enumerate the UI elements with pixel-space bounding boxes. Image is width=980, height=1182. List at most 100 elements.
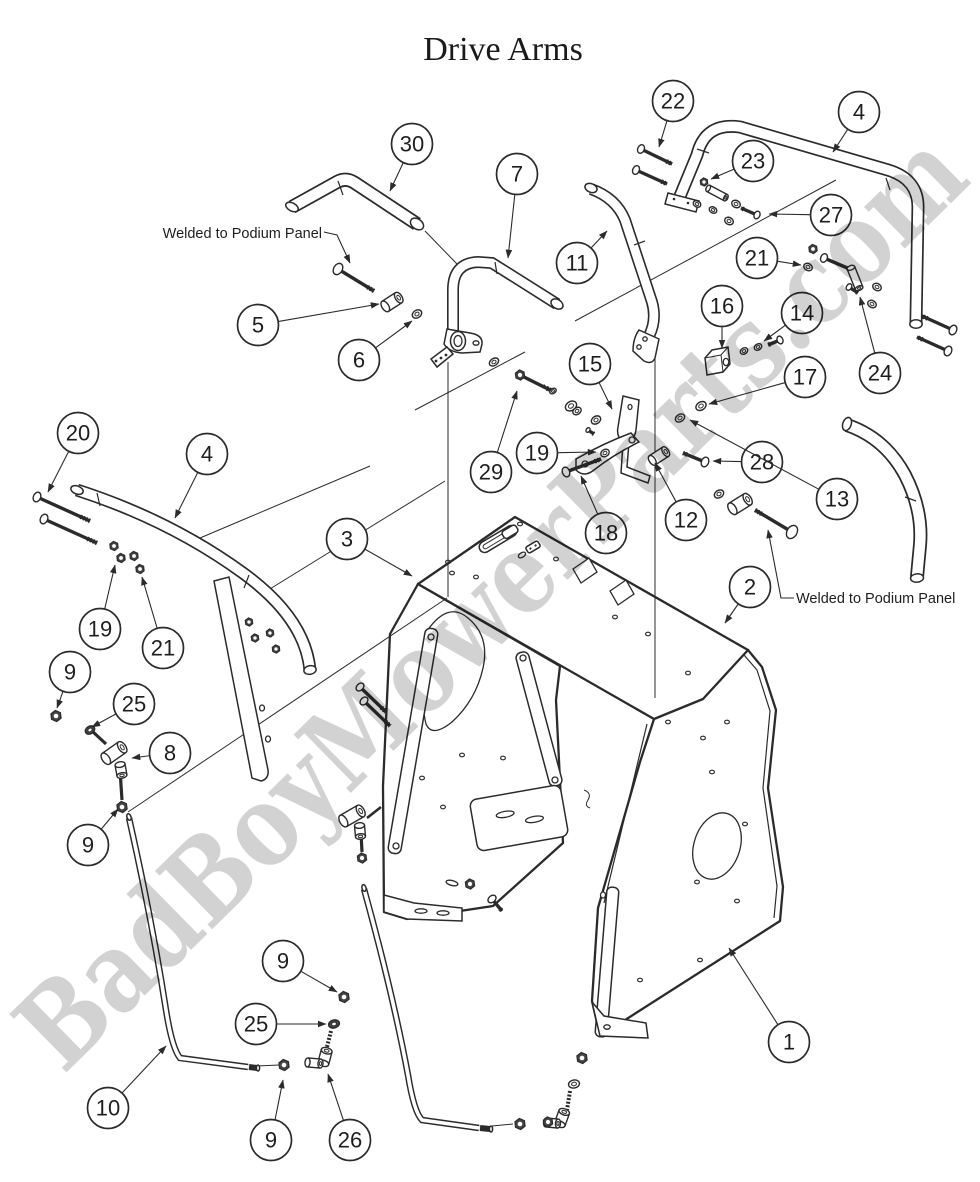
washer — [731, 199, 741, 209]
washer — [327, 1019, 341, 1029]
bolt — [921, 313, 958, 336]
washer — [674, 413, 686, 423]
bolt — [39, 513, 98, 546]
balloon-1[interactable]: 1 — [728, 947, 811, 1064]
balloon-19[interactable]: 19 — [515, 431, 597, 475]
balloon-6[interactable]: 6 — [337, 320, 413, 382]
balloon-number: 15 — [578, 352, 602, 377]
panel-hole — [419, 775, 426, 781]
nut — [514, 369, 526, 381]
balloon-21[interactable]: 21 — [735, 236, 802, 280]
balloon-number: 5 — [252, 313, 264, 338]
balloon-number: 10 — [96, 1096, 120, 1121]
balloon-number: 20 — [66, 421, 90, 446]
balloon-4[interactable]: 4 — [832, 90, 881, 153]
nut — [109, 540, 119, 552]
balloon-27[interactable]: 27 — [768, 193, 853, 237]
balloon-number: 16 — [710, 294, 734, 319]
bolt — [523, 375, 554, 394]
balloon-7[interactable]: 7 — [495, 152, 539, 259]
nut — [116, 800, 128, 814]
balloon-24[interactable]: 24 — [858, 296, 902, 395]
balloon-number: 2 — [744, 575, 756, 600]
balloon-number: 25 — [244, 1012, 268, 1037]
balloon-10[interactable]: 10 — [86, 1045, 167, 1130]
balloon-21[interactable]: 21 — [141, 576, 185, 670]
panel-hole — [552, 556, 559, 562]
panel-hole — [500, 755, 507, 761]
welded-note-right-text: Welded to Podium Panel — [796, 591, 955, 607]
bolt — [32, 491, 91, 524]
balloon-4[interactable]: 4 — [174, 432, 229, 519]
balloon-16[interactable]: 16 — [700, 284, 744, 349]
balloon-8[interactable]: 8 — [131, 731, 192, 775]
washer — [488, 357, 500, 367]
panel-hole — [459, 752, 466, 758]
washer — [549, 387, 557, 395]
washer — [739, 346, 749, 356]
balloon-26[interactable]: 26 — [327, 1073, 372, 1162]
washer — [724, 216, 734, 226]
drive-arm-tube-7 — [446, 255, 564, 340]
washer — [84, 725, 96, 735]
balloon-9[interactable]: 9 — [261, 939, 338, 993]
balloon-3[interactable]: 3 — [325, 517, 413, 577]
bolt — [916, 334, 953, 357]
bolt — [585, 426, 596, 436]
balloon-29[interactable]: 29 — [469, 390, 518, 494]
balloon-11[interactable]: 11 — [555, 230, 608, 285]
balloon-2[interactable]: 2 — [724, 565, 772, 624]
balloon-number: 9 — [82, 833, 94, 858]
balloon-number: 19 — [88, 617, 112, 642]
balloon-9[interactable]: 9 — [48, 650, 92, 709]
balloon-17[interactable]: 17 — [708, 355, 827, 405]
balloon-12[interactable]: 12 — [654, 462, 708, 542]
page-title: Drive Arms — [423, 31, 583, 68]
balloon-number: 25 — [122, 692, 146, 717]
balloon-28[interactable]: 28 — [712, 440, 784, 484]
fasteners-hardware — [32, 144, 958, 1131]
washer — [803, 262, 813, 272]
balloon-25[interactable]: 25 — [91, 682, 156, 728]
balloon-number: 28 — [750, 450, 774, 475]
panel-hole — [644, 631, 651, 637]
balloon-15[interactable]: 15 — [568, 342, 613, 410]
balloon-22[interactable]: 22 — [651, 79, 695, 148]
nut — [699, 177, 709, 187]
nut — [576, 1051, 588, 1065]
balloon-number: 9 — [277, 949, 289, 974]
key-slot — [478, 524, 519, 554]
nut — [356, 852, 368, 864]
washer — [692, 200, 702, 208]
balloon-number: 21 — [151, 636, 175, 661]
bolt — [682, 450, 710, 468]
balloon-30[interactable]: 30 — [389, 122, 434, 192]
welded-note-left-text: Welded to Podium Panel — [163, 226, 322, 242]
grip-tube-30 — [284, 172, 425, 231]
nut — [338, 990, 350, 1004]
balloon-number: 8 — [164, 741, 176, 766]
balloon-14[interactable]: 14 — [763, 291, 824, 342]
balloon-number: 17 — [793, 365, 817, 390]
balloon-5[interactable]: 5 — [236, 302, 380, 347]
balloon-number: 30 — [400, 132, 424, 157]
nut — [135, 563, 145, 575]
balloon-9[interactable]: 9 — [249, 1079, 293, 1162]
nut — [244, 617, 254, 627]
balloon-9[interactable]: 9 — [66, 808, 119, 867]
balloon-20[interactable]: 20 — [47, 411, 100, 493]
balloon-number: 12 — [674, 508, 698, 533]
loop-handle-tube-4-left — [70, 483, 317, 782]
balloon-23[interactable]: 23 — [710, 139, 775, 183]
washer — [872, 282, 882, 292]
spacer-cylinder — [353, 821, 367, 841]
welded-note-right: Welded to Podium Panel — [766, 529, 955, 607]
bolt — [767, 335, 784, 348]
balloon-18[interactable]: 18 — [580, 475, 628, 555]
balloon-25[interactable]: 25 — [234, 1002, 327, 1046]
balloon-13[interactable]: 13 — [689, 419, 859, 521]
balloon-19[interactable]: 19 — [78, 564, 122, 651]
